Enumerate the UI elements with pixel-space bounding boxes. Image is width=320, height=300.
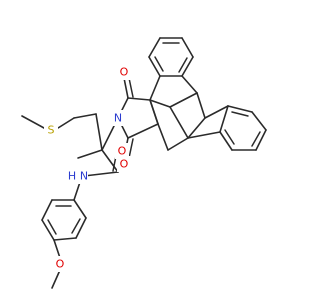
bond (75, 217, 87, 239)
bond (73, 199, 87, 219)
bond (255, 129, 267, 151)
bond (187, 117, 206, 139)
bond (53, 239, 61, 259)
bond (149, 99, 159, 125)
bond-carbonyl (123, 77, 129, 99)
bond (95, 113, 103, 151)
bond (227, 105, 253, 113)
bond-double-inner (231, 111, 249, 117)
bond (169, 106, 189, 139)
imide-oxygen-top-label: O (120, 66, 129, 79)
bond (169, 92, 198, 108)
bond (51, 269, 61, 289)
bond (77, 149, 103, 159)
side-chain-bonds (21, 113, 123, 177)
methoxyphenyl-bonds (41, 181, 87, 289)
bond-double-inner (178, 57, 188, 73)
bond (157, 123, 169, 151)
bond (57, 117, 75, 129)
bond (83, 171, 119, 177)
amide-nitrogen-label: N (80, 170, 88, 183)
bond (53, 237, 77, 241)
bond (181, 56, 194, 77)
bond (181, 37, 194, 58)
bond (181, 75, 198, 94)
molecule-structure-diagram: N O O S O N H O (21, 37, 267, 289)
label-background (117, 156, 131, 172)
bond (148, 37, 161, 58)
amide-hydrogen-label: H (68, 170, 76, 183)
bond (149, 75, 161, 101)
bond (73, 113, 97, 119)
imide-oxygen-bottom-label: O (120, 158, 129, 171)
bond (204, 105, 229, 119)
bond-double-inner (154, 56, 164, 72)
label-background (115, 143, 129, 159)
bond (167, 137, 189, 151)
bond (41, 199, 53, 221)
amide-oxygen-label: O (118, 145, 127, 158)
bond-double-inner (71, 218, 81, 234)
bond (149, 99, 171, 108)
ether-oxygen-label: O (56, 258, 65, 271)
bond (219, 105, 229, 133)
sulfur-label: S (48, 124, 55, 137)
bond (21, 115, 45, 129)
bond (41, 219, 55, 241)
bond-double-inner (251, 131, 261, 147)
bond (251, 111, 267, 131)
bond (148, 56, 161, 77)
bond-carbonyl-double (128, 77, 134, 98)
bond (127, 97, 151, 101)
label-background (68, 168, 88, 184)
atom-labels: N O O S O N H O (44, 64, 131, 272)
imide-nitrogen-label: N (114, 112, 122, 125)
label-background (44, 122, 58, 138)
bond-carbonyl-double (128, 138, 134, 159)
bond (196, 92, 206, 119)
bond (219, 131, 233, 151)
label-background (53, 256, 67, 272)
bond (73, 181, 81, 201)
bond (127, 123, 159, 139)
bicyclic-core-bonds (117, 37, 267, 159)
bond (101, 149, 119, 173)
bond (187, 131, 221, 139)
bond-double-inner (47, 219, 57, 235)
structure-canvas: N O O S O N H O (21, 37, 267, 289)
bond-double-inner (224, 129, 235, 145)
label-background (117, 64, 131, 80)
label-background (113, 110, 127, 126)
